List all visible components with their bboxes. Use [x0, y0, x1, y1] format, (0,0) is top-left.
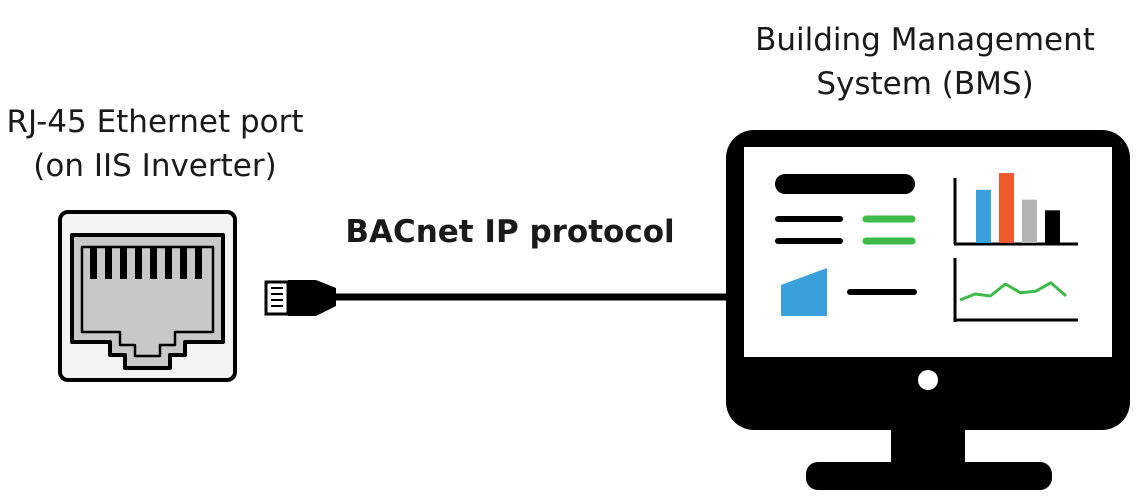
port-pin [195, 247, 202, 279]
port-label-line2: (on IIS Inverter) [33, 148, 277, 184]
screen-title-bar [775, 174, 915, 194]
port-pin [105, 247, 112, 279]
port-pin [165, 247, 172, 279]
port-label: RJ-45 Ethernet port (on IIS Inverter) [0, 100, 310, 188]
protocol-label: BACnet IP protocol [345, 214, 675, 250]
screen-line-chart [953, 258, 1078, 322]
port-pin [135, 247, 142, 279]
bms-label-line1: Building Management [755, 22, 1095, 58]
port-pin [180, 247, 187, 279]
port-pin [120, 247, 127, 279]
port-pins [90, 247, 202, 279]
bms-label-line2: System (BMS) [816, 66, 1034, 102]
port-pin [90, 247, 97, 279]
port-label-line1: RJ-45 Ethernet port [6, 104, 304, 140]
building-icon [781, 268, 827, 316]
trend-line [959, 281, 1067, 302]
bms-label: Building Management System (BMS) [720, 18, 1130, 106]
rj45-port-icon [58, 210, 237, 382]
screen-bar [999, 173, 1014, 243]
port-pin [150, 247, 157, 279]
ethernet-cable [264, 280, 728, 316]
screen-bar [1045, 210, 1060, 243]
screen-bar [976, 189, 991, 243]
screen-bar [1022, 199, 1037, 243]
screen-bar-chart [953, 173, 1078, 246]
monitor-icon [726, 130, 1130, 490]
